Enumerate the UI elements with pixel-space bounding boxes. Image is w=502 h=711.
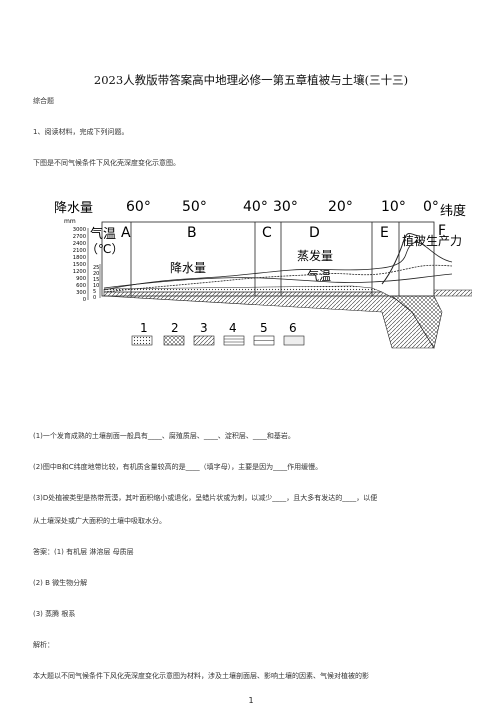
svg-text:600: 600	[76, 283, 86, 289]
svg-text:5: 5	[93, 289, 96, 295]
zone-a: A	[121, 225, 131, 241]
lat-10: 10°	[381, 199, 406, 215]
question-2: (2)图中B和C纬度地带比较，有机质含量较高的是____（填字母），主要是因为_…	[33, 463, 323, 471]
svg-text:5: 5	[260, 321, 268, 335]
temp-axis-label: 气温	[90, 226, 116, 242]
zone-e: E	[380, 225, 389, 241]
temp-curve-label: 气温	[307, 268, 331, 283]
temp-unit-label: （℃）	[86, 242, 123, 256]
svg-text:2100: 2100	[73, 248, 86, 254]
svg-text:2700: 2700	[73, 234, 86, 240]
question-3-line-1: (3)D处植被类型是热带荒漠，其叶面积缩小或退化，呈蜡片状或为刺，以减少____…	[33, 494, 378, 502]
weathering-crust-figure: 降水量 mm 60° 50° 40° 30° 20° 10° 0° 纬度 300…	[54, 199, 472, 349]
svg-text:0: 0	[83, 297, 86, 303]
question-3-line-2: 从土壤深处或广大面积的土壤中吸取水分。	[33, 517, 166, 525]
precip-ticks: 3000 2700 2400 2100 1800 1500 1200 900 6…	[73, 227, 86, 303]
svg-text:1800: 1800	[73, 255, 86, 261]
answer-1: 答案：(1) 有机层 淋溶层 母质层	[33, 548, 134, 556]
answer-3: (3) 蒸腾 根系	[33, 610, 76, 618]
lat-20: 20°	[328, 199, 353, 215]
temp-ticks: 25 20 15 10 5 0	[93, 265, 99, 301]
svg-text:20: 20	[93, 271, 99, 277]
zone-f: F	[438, 223, 446, 239]
analysis-label: 解析：	[33, 641, 54, 649]
analysis-text: 本大题以不同气候条件下风化壳深度变化示意图为材料，涉及土壤剖面层、影响土壤的因素…	[33, 672, 369, 680]
page-title: 2023人教版带答案高中地理必修一第五章植被与土壤(三十三)	[93, 73, 409, 87]
latitude-labels: 60° 50° 40° 30° 20° 10° 0°	[126, 199, 439, 215]
zone-c: C	[262, 225, 272, 241]
zone-b: B	[187, 225, 197, 241]
lat-30: 30°	[273, 199, 298, 215]
svg-text:1: 1	[140, 321, 148, 335]
legend-numbers: 1 2 3 4 5 6	[140, 321, 297, 335]
svg-text:1200: 1200	[73, 269, 86, 275]
lat-60: 60°	[126, 199, 151, 215]
zone-d: D	[309, 225, 320, 241]
mm-unit-label: mm	[64, 218, 76, 225]
page-number: 1	[248, 696, 254, 705]
svg-text:6: 6	[289, 321, 297, 335]
svg-text:15: 15	[93, 277, 99, 283]
precip-axis-label: 降水量	[54, 201, 93, 216]
veg-curve-label: 植被生产力	[402, 233, 462, 248]
svg-text:3000: 3000	[73, 227, 86, 233]
legend-swatches	[131, 335, 305, 346]
section-label: 综合题	[33, 97, 54, 105]
question-1: (1)一个发育成熟的土壤剖面一般具有____、腐殖质层、____、淀积层、___…	[33, 432, 295, 440]
svg-text:10: 10	[93, 283, 99, 289]
lat-40: 40°	[243, 199, 268, 215]
svg-text:3: 3	[200, 321, 208, 335]
svg-text:300: 300	[76, 290, 86, 296]
question-intro: 1、阅读材料，完成下列问题。	[33, 128, 129, 136]
material-text: 下图是不同气候条件下风化壳深度变化示意图。	[33, 159, 180, 167]
zone-letters: A B C D E F	[121, 223, 446, 241]
svg-text:0: 0	[93, 295, 96, 301]
svg-text:1500: 1500	[73, 262, 86, 268]
evap-curve-label: 蒸发量	[297, 248, 333, 263]
precip-curve-label: 降水量	[170, 261, 206, 275]
svg-text:2: 2	[171, 321, 179, 335]
lat-0: 0°	[423, 199, 439, 215]
lat-50: 50°	[182, 199, 207, 215]
svg-text:2400: 2400	[73, 241, 86, 247]
svg-text:25: 25	[93, 265, 99, 271]
svg-text:900: 900	[76, 276, 86, 282]
svg-text:4: 4	[229, 321, 237, 335]
latitude-axis-label: 纬度	[440, 203, 466, 219]
answer-2: (2) B 微生物分解	[33, 579, 88, 587]
